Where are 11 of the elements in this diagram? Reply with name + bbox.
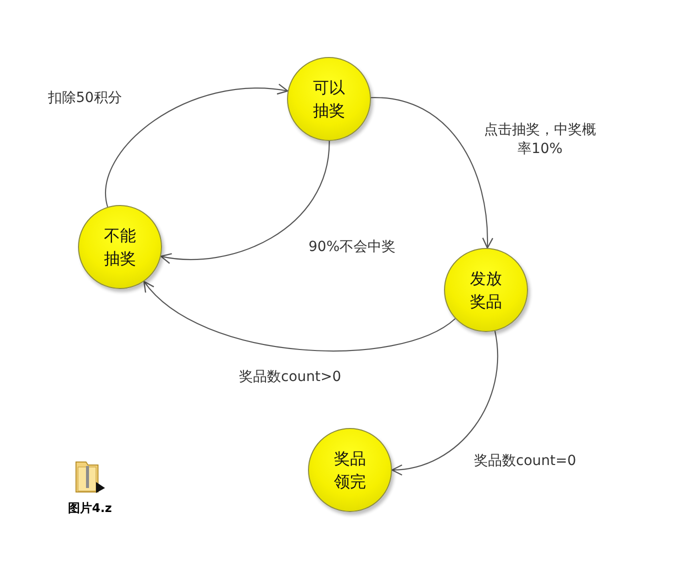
arrow [105, 84, 288, 207]
file-name: 图片4.z [68, 500, 112, 517]
state-circle [444, 248, 528, 332]
arrow [143, 280, 456, 352]
arrow [391, 330, 498, 475]
state-name: 奖品领完 [333, 448, 367, 493]
state-name: 发放奖品 [469, 268, 503, 313]
state-name: 可以抽奖 [312, 77, 346, 122]
arrow [160, 140, 330, 264]
state-name: 不能抽奖 [103, 225, 137, 270]
arrow [370, 97, 493, 249]
